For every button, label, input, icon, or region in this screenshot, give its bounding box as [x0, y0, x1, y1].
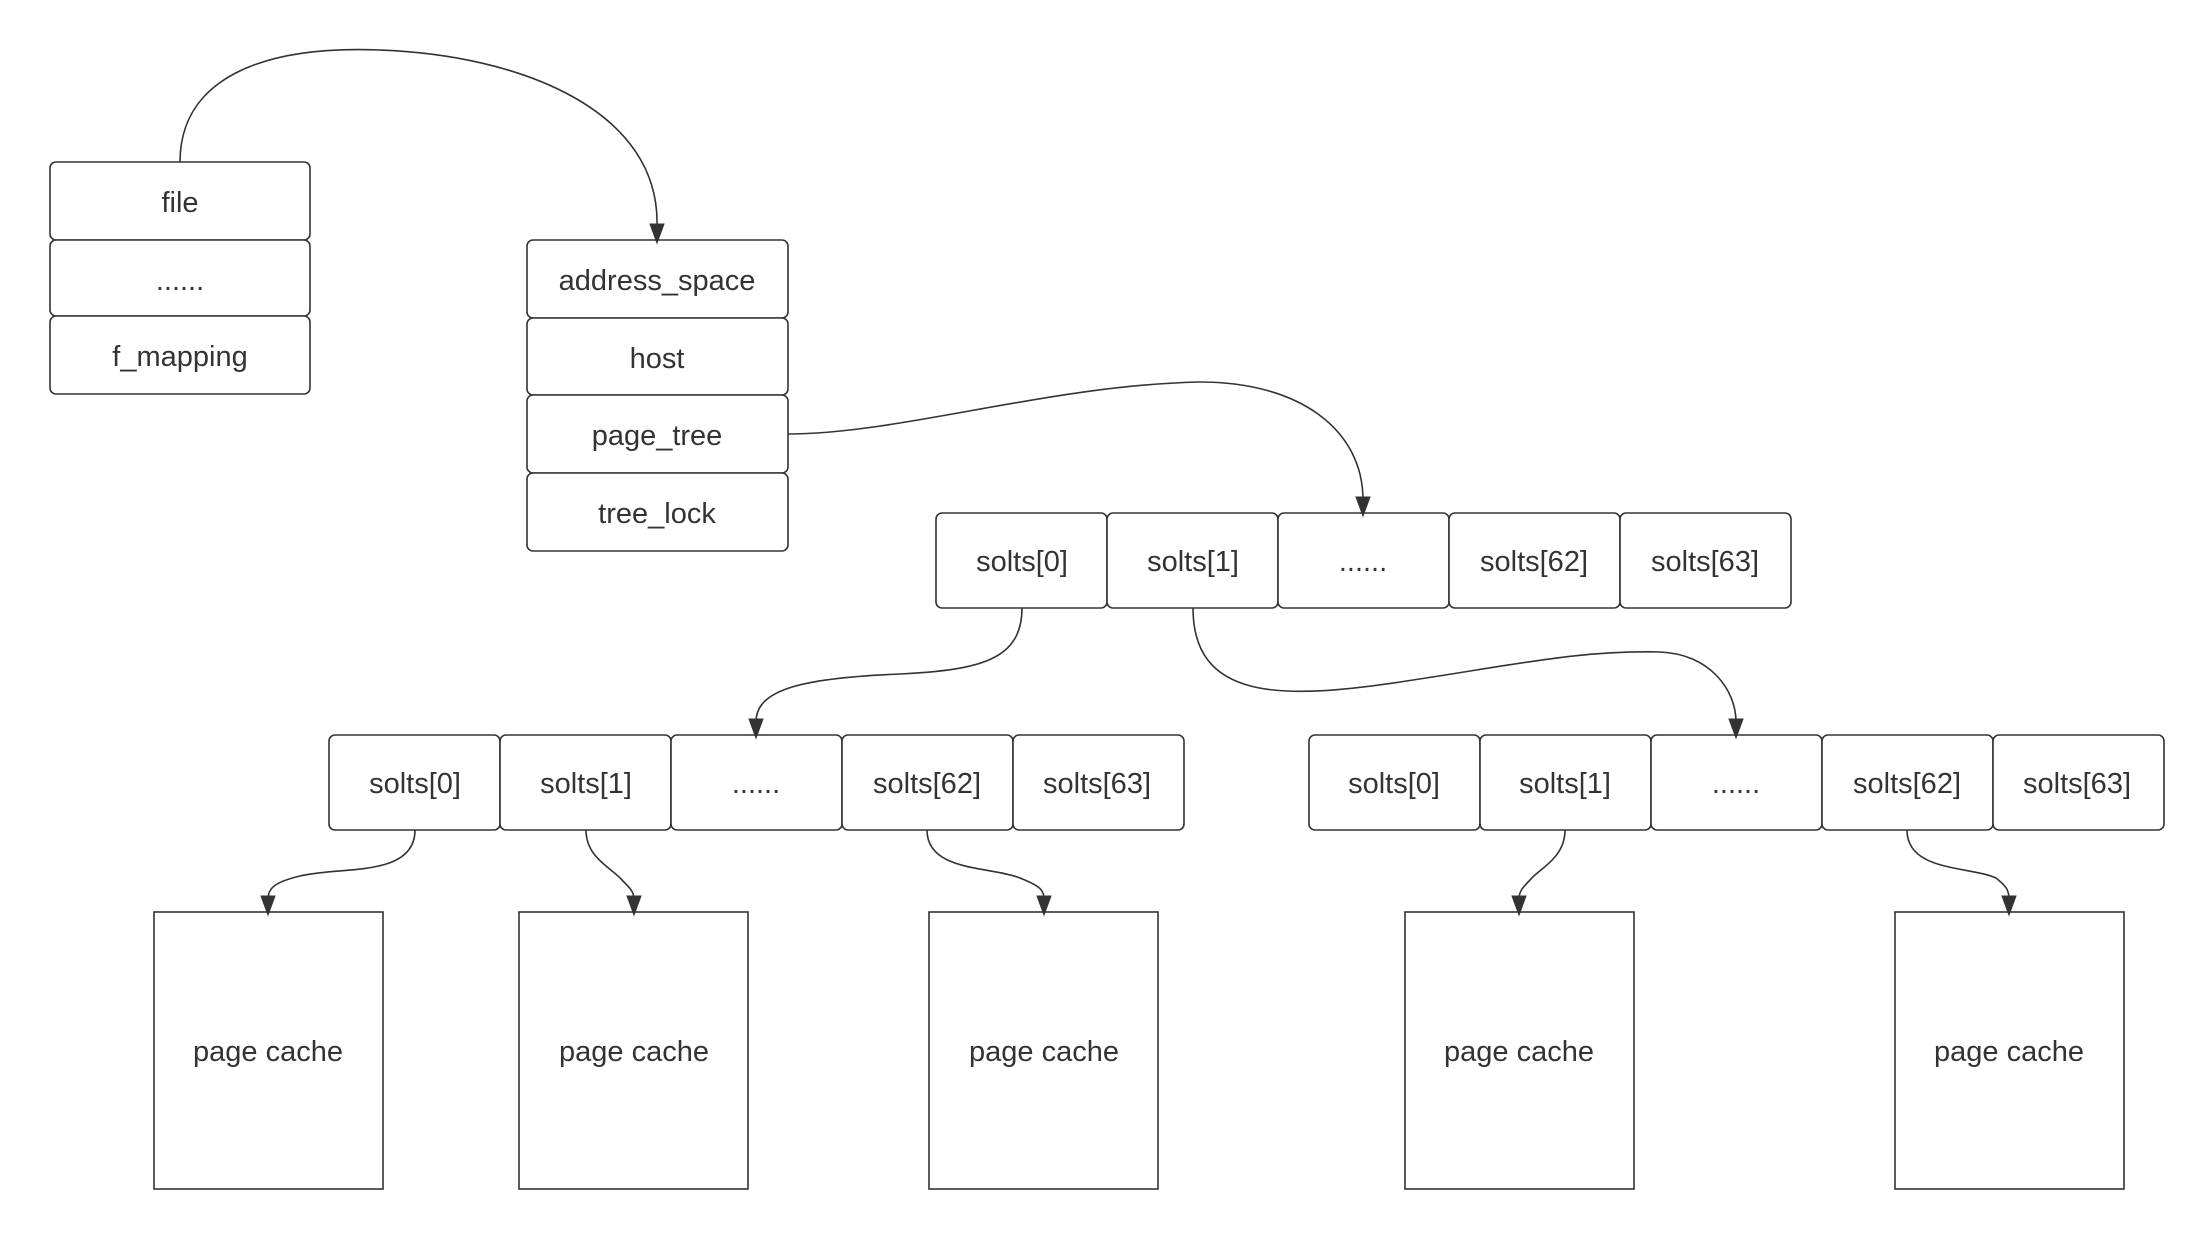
right-slots-array: solts[0] solts[1] ...... solts[62] solts…: [1308, 734, 2165, 831]
page-cache-box: page cache: [1894, 911, 2125, 1190]
file-field-label: file: [161, 187, 198, 219]
connectors: [179, 48, 2017, 917]
address-space-field-label: host: [630, 343, 685, 375]
root-slots-array: solts[0] solts[1] ...... solts[62] solts…: [935, 512, 1792, 609]
address-space-field-label: tree_lock: [598, 498, 716, 530]
arrow-left-slot1-to-page-cache: [585, 829, 642, 917]
page-cache-box: page cache: [518, 911, 749, 1190]
slot-label: solts[62]: [873, 768, 981, 800]
slot-label: solts[63]: [1651, 546, 1759, 578]
arrow-right-slot62-to-page-cache: [1906, 829, 2017, 917]
right-slot: solts[63]: [1992, 734, 2165, 831]
slot-label: solts[1]: [1519, 768, 1611, 800]
slot-label: ......: [732, 768, 780, 800]
page-cache-boxes: page cache page cache page cache page ca…: [153, 911, 2125, 1190]
page-cache-box: page cache: [153, 911, 384, 1190]
page-cache-label: page cache: [969, 1036, 1119, 1068]
left-slot: solts[1]: [499, 734, 672, 831]
slot-label: solts[63]: [2023, 768, 2131, 800]
arrow-left-slot62-to-page-cache: [926, 829, 1052, 917]
slot-label: ......: [1339, 546, 1387, 578]
slot-label: solts[1]: [540, 768, 632, 800]
root-slot: solts[62]: [1448, 512, 1621, 609]
right-slot: solts[62]: [1821, 734, 1994, 831]
left-slot: solts[62]: [841, 734, 1014, 831]
file-field-label: ......: [156, 265, 204, 297]
address-space-field-label: address_space: [559, 265, 756, 297]
right-slot: solts[1]: [1479, 734, 1652, 831]
left-slot: solts[63]: [1012, 734, 1185, 831]
left-slots-array: solts[0] solts[1] ...... solts[62] solts…: [328, 734, 1185, 831]
arrow-page-tree-to-root-slots: [787, 381, 1371, 518]
right-slot: ......: [1650, 734, 1823, 831]
file-field-f-mapping: f_mapping: [49, 315, 311, 395]
slot-label: solts[1]: [1147, 546, 1239, 578]
right-slot: solts[0]: [1308, 734, 1481, 831]
address-space-struct: address_space host page_tree tree_lock: [526, 239, 789, 552]
slot-label: solts[63]: [1043, 768, 1151, 800]
page-cache-label: page cache: [1934, 1036, 2084, 1068]
address-space-field-address-space: address_space: [526, 239, 789, 319]
file-field-label: f_mapping: [112, 341, 247, 373]
address-space-field-page-tree: page_tree: [526, 394, 789, 474]
page-cache-box: page cache: [1404, 911, 1635, 1190]
arrow-root-slot0-to-left-array: [748, 607, 1023, 740]
slot-label: solts[62]: [1853, 768, 1961, 800]
left-slot: ......: [670, 734, 843, 831]
file-struct: file ...... f_mapping: [49, 161, 311, 395]
root-slot: solts[63]: [1619, 512, 1792, 609]
address-space-field-label: page_tree: [592, 420, 723, 452]
page-cache-label: page cache: [1444, 1036, 1594, 1068]
address-space-field-tree-lock: tree_lock: [526, 472, 789, 552]
root-slot: solts[0]: [935, 512, 1108, 609]
page-cache-label: page cache: [193, 1036, 343, 1068]
file-field-file: file: [49, 161, 311, 241]
root-slot: ......: [1277, 512, 1450, 609]
left-slot: solts[0]: [328, 734, 501, 831]
slot-label: solts[62]: [1480, 546, 1588, 578]
arrow-file-to-address-space: [179, 48, 665, 245]
arrow-left-slot0-to-page-cache: [260, 829, 416, 917]
slot-label: ......: [1712, 768, 1760, 800]
slot-label: solts[0]: [1348, 768, 1440, 800]
arrow-root-slot1-to-right-array: [1192, 607, 1744, 740]
arrow-right-slot1-to-page-cache: [1511, 829, 1566, 917]
root-slot: solts[1]: [1106, 512, 1279, 609]
file-field-ellipsis: ......: [49, 239, 311, 317]
address-space-field-host: host: [526, 317, 789, 396]
page-cache-box: page cache: [928, 911, 1159, 1190]
page-cache-label: page cache: [559, 1036, 709, 1068]
slot-label: solts[0]: [976, 546, 1068, 578]
slot-label: solts[0]: [369, 768, 461, 800]
